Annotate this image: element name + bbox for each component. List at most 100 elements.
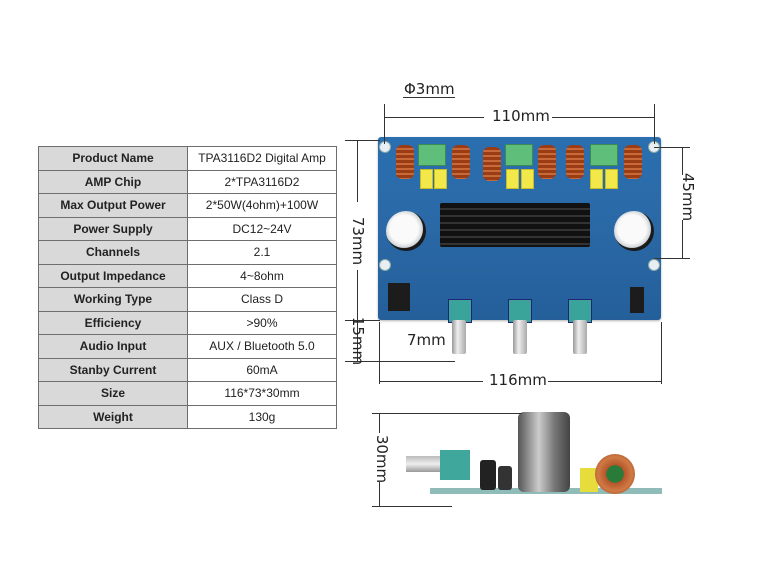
toroid-inductor — [595, 454, 635, 494]
spec-value: 2*TPA3116D2 — [187, 169, 337, 194]
dimension-total-height: 30mm — [373, 434, 392, 484]
inductor — [538, 145, 556, 179]
mounting-hole — [648, 259, 660, 271]
film-capacitor — [590, 169, 603, 189]
inductor — [396, 145, 414, 179]
spec-value: 2.1 — [187, 240, 337, 265]
dimension-line — [345, 361, 455, 362]
film-capacitor — [605, 169, 618, 189]
inductor — [452, 145, 470, 179]
dimension-line — [345, 320, 380, 321]
amp-board-top-view — [378, 137, 661, 323]
spec-value: AUX / Bluetooth 5.0 — [187, 334, 337, 359]
electrolytic-capacitor — [386, 211, 426, 251]
dimension-line — [403, 97, 455, 98]
dimension-line — [379, 322, 380, 384]
spec-label: Channels — [38, 240, 188, 265]
spec-value: DC12~24V — [187, 216, 337, 241]
spec-label: Audio Input — [38, 334, 188, 359]
dimension-line — [357, 270, 358, 320]
dimension-line — [384, 117, 484, 118]
spec-label: Efficiency — [38, 310, 188, 335]
dimension-line — [379, 413, 380, 433]
spec-value: 130g — [187, 404, 337, 429]
dimension-board-width: 116mm — [489, 371, 547, 389]
dimension-line — [357, 320, 358, 361]
capacitor — [498, 466, 512, 490]
spec-value: >90% — [187, 310, 337, 335]
spec-label: Product Name — [38, 146, 188, 171]
speaker-terminal — [418, 144, 446, 166]
pot-shaft — [573, 320, 587, 354]
dimension-hole-diameter: Φ3mm — [404, 80, 455, 98]
film-capacitor — [521, 169, 534, 189]
table-row: Efficiency>90% — [38, 310, 337, 335]
spec-label: Working Type — [38, 287, 188, 312]
spec-label: Stanby Current — [38, 357, 188, 382]
spec-value: Class D — [187, 287, 337, 312]
potentiometer — [440, 450, 470, 480]
spec-value: 4~8ohm — [187, 263, 337, 288]
dimension-line — [548, 381, 661, 382]
spec-value: TPA3116D2 Digital Amp — [187, 146, 337, 171]
potentiometer-treble — [448, 299, 472, 323]
dimension-line — [379, 381, 483, 382]
capacitor — [480, 460, 496, 490]
speaker-terminal — [590, 144, 618, 166]
dimension-line — [654, 147, 690, 148]
dimension-line — [345, 140, 380, 141]
spec-value: 116*73*30mm — [187, 381, 337, 406]
spec-label: Output Impedance — [38, 263, 188, 288]
dimension-line — [379, 482, 380, 506]
speaker-terminal — [505, 144, 533, 166]
spec-value: 60mA — [187, 357, 337, 382]
dimension-hole-height: 45mm — [679, 172, 698, 222]
electrolytic-capacitor — [614, 211, 654, 251]
amp-board-side-view — [400, 410, 662, 500]
dimension-width-holes: 110mm — [492, 107, 550, 125]
inductor — [483, 147, 501, 181]
spec-label: Size — [38, 381, 188, 406]
mounting-hole — [379, 141, 391, 153]
dimension-line — [654, 258, 690, 259]
film-capacitor — [420, 169, 433, 189]
power-jack — [388, 283, 410, 311]
spec-label: Weight — [38, 404, 188, 429]
pot-shaft — [513, 320, 527, 354]
inductor — [624, 145, 642, 179]
dimension-pot-shaft: 7mm — [407, 331, 446, 349]
electrolytic-capacitor — [518, 412, 570, 492]
spec-label: Power Supply — [38, 216, 188, 241]
film-capacitor — [434, 169, 447, 189]
dimension-board-height: 73mm — [349, 216, 368, 266]
dimension-line — [654, 104, 655, 144]
dimension-line — [682, 147, 683, 175]
film-capacitor — [580, 468, 598, 492]
aux-jack — [630, 287, 644, 313]
inductor — [566, 145, 584, 179]
dimension-line — [552, 117, 654, 118]
heatsink — [440, 203, 590, 247]
pot-shaft — [406, 456, 442, 472]
spec-label: AMP Chip — [38, 169, 188, 194]
dimension-line — [357, 140, 358, 202]
potentiometer-volume — [568, 299, 592, 323]
mounting-hole — [379, 259, 391, 271]
spec-value: 2*50W(4ohm)+100W — [187, 193, 337, 218]
film-capacitor — [506, 169, 519, 189]
spec-label: Max Output Power — [38, 193, 188, 218]
dimension-line — [372, 506, 452, 507]
dimension-line — [682, 220, 683, 258]
dimension-line — [372, 413, 522, 414]
